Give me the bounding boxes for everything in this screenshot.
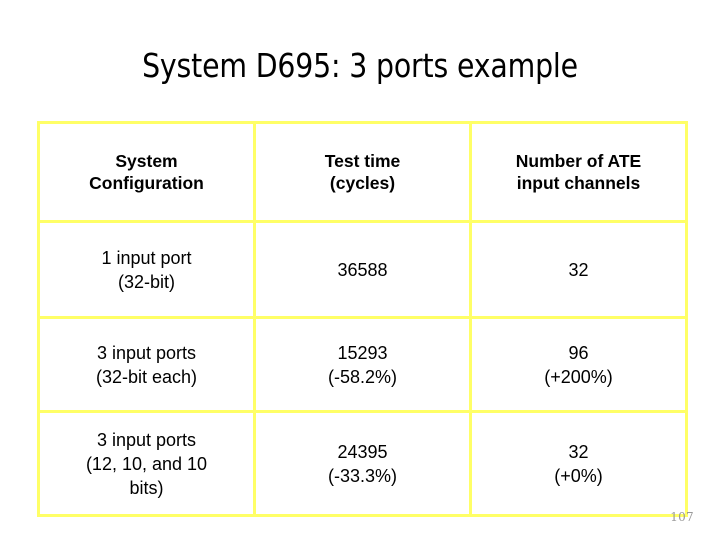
cell-input-channels: 96 (+200%) [469,316,688,413]
cell-system-configuration: 3 input ports (12, 10, and 10 bits) [37,410,256,517]
channels-value: 32 [568,259,589,280]
channels-value: 96 [568,342,589,363]
header-line-2: (cycles) [329,173,396,193]
test-time-value: 24395 [337,441,388,462]
channels-delta: (+200%) [544,366,613,387]
test-time-value: 15293 [337,342,388,363]
header-line-1: Test time [324,151,401,171]
channels-delta: (+0%) [554,465,603,486]
results-table-container: System Configuration Test time (cycles) … [37,121,688,517]
table-row: 3 input ports (12, 10, and 10 bits) 2439… [37,410,688,517]
page-number: 107 [670,510,694,524]
cell-test-time: 15293 (-58.2%) [253,316,472,413]
column-header-ate-input-channels: Number of ATE input channels [469,121,688,223]
cell-input-channels: 32 (+0%) [469,410,688,517]
table-row: 1 input port (32-bit) 36588 32 [37,220,688,319]
cell-system-configuration: 1 input port (32-bit) [37,220,256,319]
test-time-value: 36588 [337,259,388,280]
config-line-1: 3 input ports [96,342,197,363]
table-header-row: System Configuration Test time (cycles) … [37,121,688,223]
cell-system-configuration: 3 input ports (32-bit each) [37,316,256,413]
config-line-2: (12, 10, and 10 [85,453,208,474]
results-table: System Configuration Test time (cycles) … [37,121,688,517]
cell-input-channels: 32 [469,220,688,319]
cell-test-time: 36588 [253,220,472,319]
header-line-2: input channels [516,173,641,193]
header-line-1: Number of ATE [515,151,642,171]
config-line-1: 3 input ports [96,429,197,450]
config-line-1: 1 input port [101,247,192,268]
cell-test-time: 24395 (-33.3%) [253,410,472,517]
column-header-test-time: Test time (cycles) [253,121,472,223]
channels-value: 32 [568,441,589,462]
config-line-2: (32-bit each) [95,366,198,387]
config-line-3: bits) [129,477,164,498]
column-header-system-configuration: System Configuration [37,121,256,223]
test-time-delta: (-33.3%) [327,465,398,486]
header-line-1: System [115,151,178,171]
test-time-delta: (-58.2%) [327,366,398,387]
page-title: System D695: 3 ports example [142,46,578,85]
header-line-2: Configuration [89,173,204,193]
config-line-2: (32-bit) [117,271,175,292]
table-row: 3 input ports (32-bit each) 15293 (-58.2… [37,316,688,413]
